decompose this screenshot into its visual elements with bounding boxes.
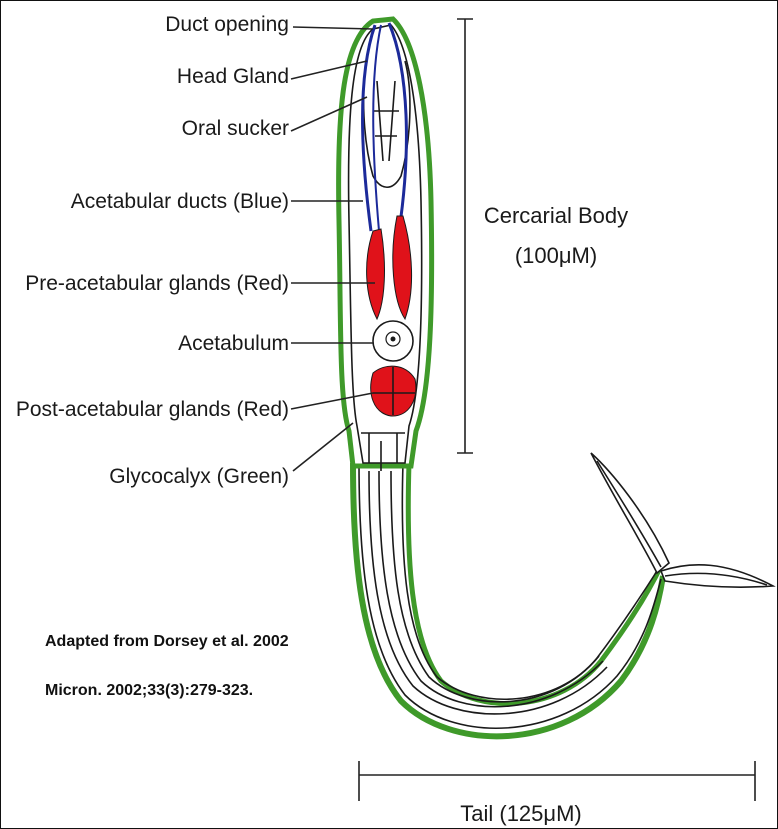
tail-size-bracket bbox=[359, 761, 755, 801]
tail bbox=[353, 453, 773, 736]
tail-size-label: Tail (125μM) bbox=[460, 801, 581, 826]
acetabulum-core bbox=[391, 337, 396, 342]
body-size-bracket bbox=[457, 19, 473, 453]
body-size-label: Cercarial Body bbox=[484, 203, 628, 228]
label-pre-acetabular-glands: Pre-acetabular glands (Red) bbox=[25, 272, 289, 295]
label-duct-opening: Duct opening bbox=[165, 13, 289, 36]
label-acetabulum: Acetabulum bbox=[178, 332, 289, 355]
label-post-acetabular-glands: Post-acetabular glands (Red) bbox=[16, 398, 289, 421]
body-size-value: (100μM) bbox=[515, 243, 597, 268]
tail-furca-lower bbox=[661, 565, 773, 587]
leader-glycocalyx bbox=[293, 423, 353, 471]
tail-fiber-1 bbox=[369, 471, 607, 714]
tail-furca-upper-fiber bbox=[597, 461, 661, 567]
tail-fiber-3 bbox=[391, 471, 599, 702]
label-oral-sucker: Oral sucker bbox=[182, 117, 289, 140]
label-glycocalyx: Glycocalyx (Green) bbox=[109, 465, 289, 488]
cercarial-body bbox=[339, 19, 432, 471]
label-head-gland: Head Gland bbox=[177, 65, 289, 88]
label-acetabular-ducts: Acetabular ducts (Blue) bbox=[71, 190, 289, 213]
citation-line-1: Adapted from Dorsey et al. 2002 bbox=[45, 633, 289, 650]
leader-duct-opening bbox=[293, 27, 373, 29]
citation-line-2: Micron. 2002;33(3):279-323. bbox=[45, 682, 253, 699]
